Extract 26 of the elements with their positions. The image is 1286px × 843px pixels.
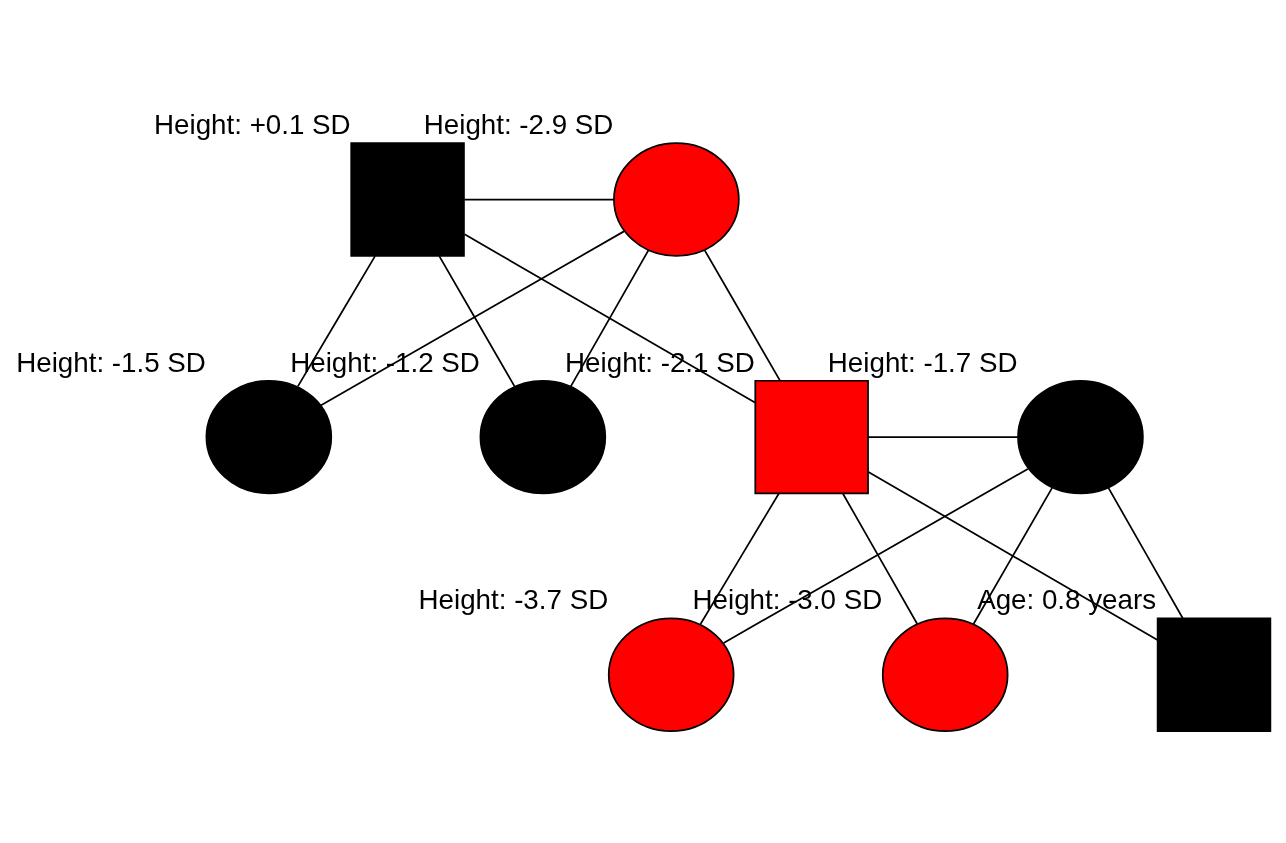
node-circle <box>881 617 1009 732</box>
connector <box>320 230 625 407</box>
node-circle <box>205 379 333 495</box>
node-box <box>1156 617 1272 732</box>
node-box <box>350 142 465 257</box>
node-circle <box>607 617 735 732</box>
node-circle <box>1017 379 1144 495</box>
node-label: Height: -2.9 SD <box>423 109 614 141</box>
connector <box>569 249 650 388</box>
connector <box>867 471 1159 641</box>
node-label: Height: -1.7 SD <box>827 346 1018 378</box>
connector <box>1107 487 1184 620</box>
node-box <box>754 379 869 495</box>
node-circle <box>613 142 740 257</box>
connector <box>463 233 756 404</box>
node-label: Height: -3.7 SD <box>418 584 609 616</box>
connector <box>972 487 1053 625</box>
node-circle <box>479 379 607 495</box>
connector <box>722 468 1029 644</box>
node-label: Height: -1.5 SD <box>16 346 206 378</box>
connector <box>438 255 516 388</box>
connector <box>842 492 919 625</box>
node-label: Height: +0.1 SD <box>154 109 351 141</box>
connector <box>867 436 1019 438</box>
connector <box>703 249 781 382</box>
connector <box>463 198 615 201</box>
